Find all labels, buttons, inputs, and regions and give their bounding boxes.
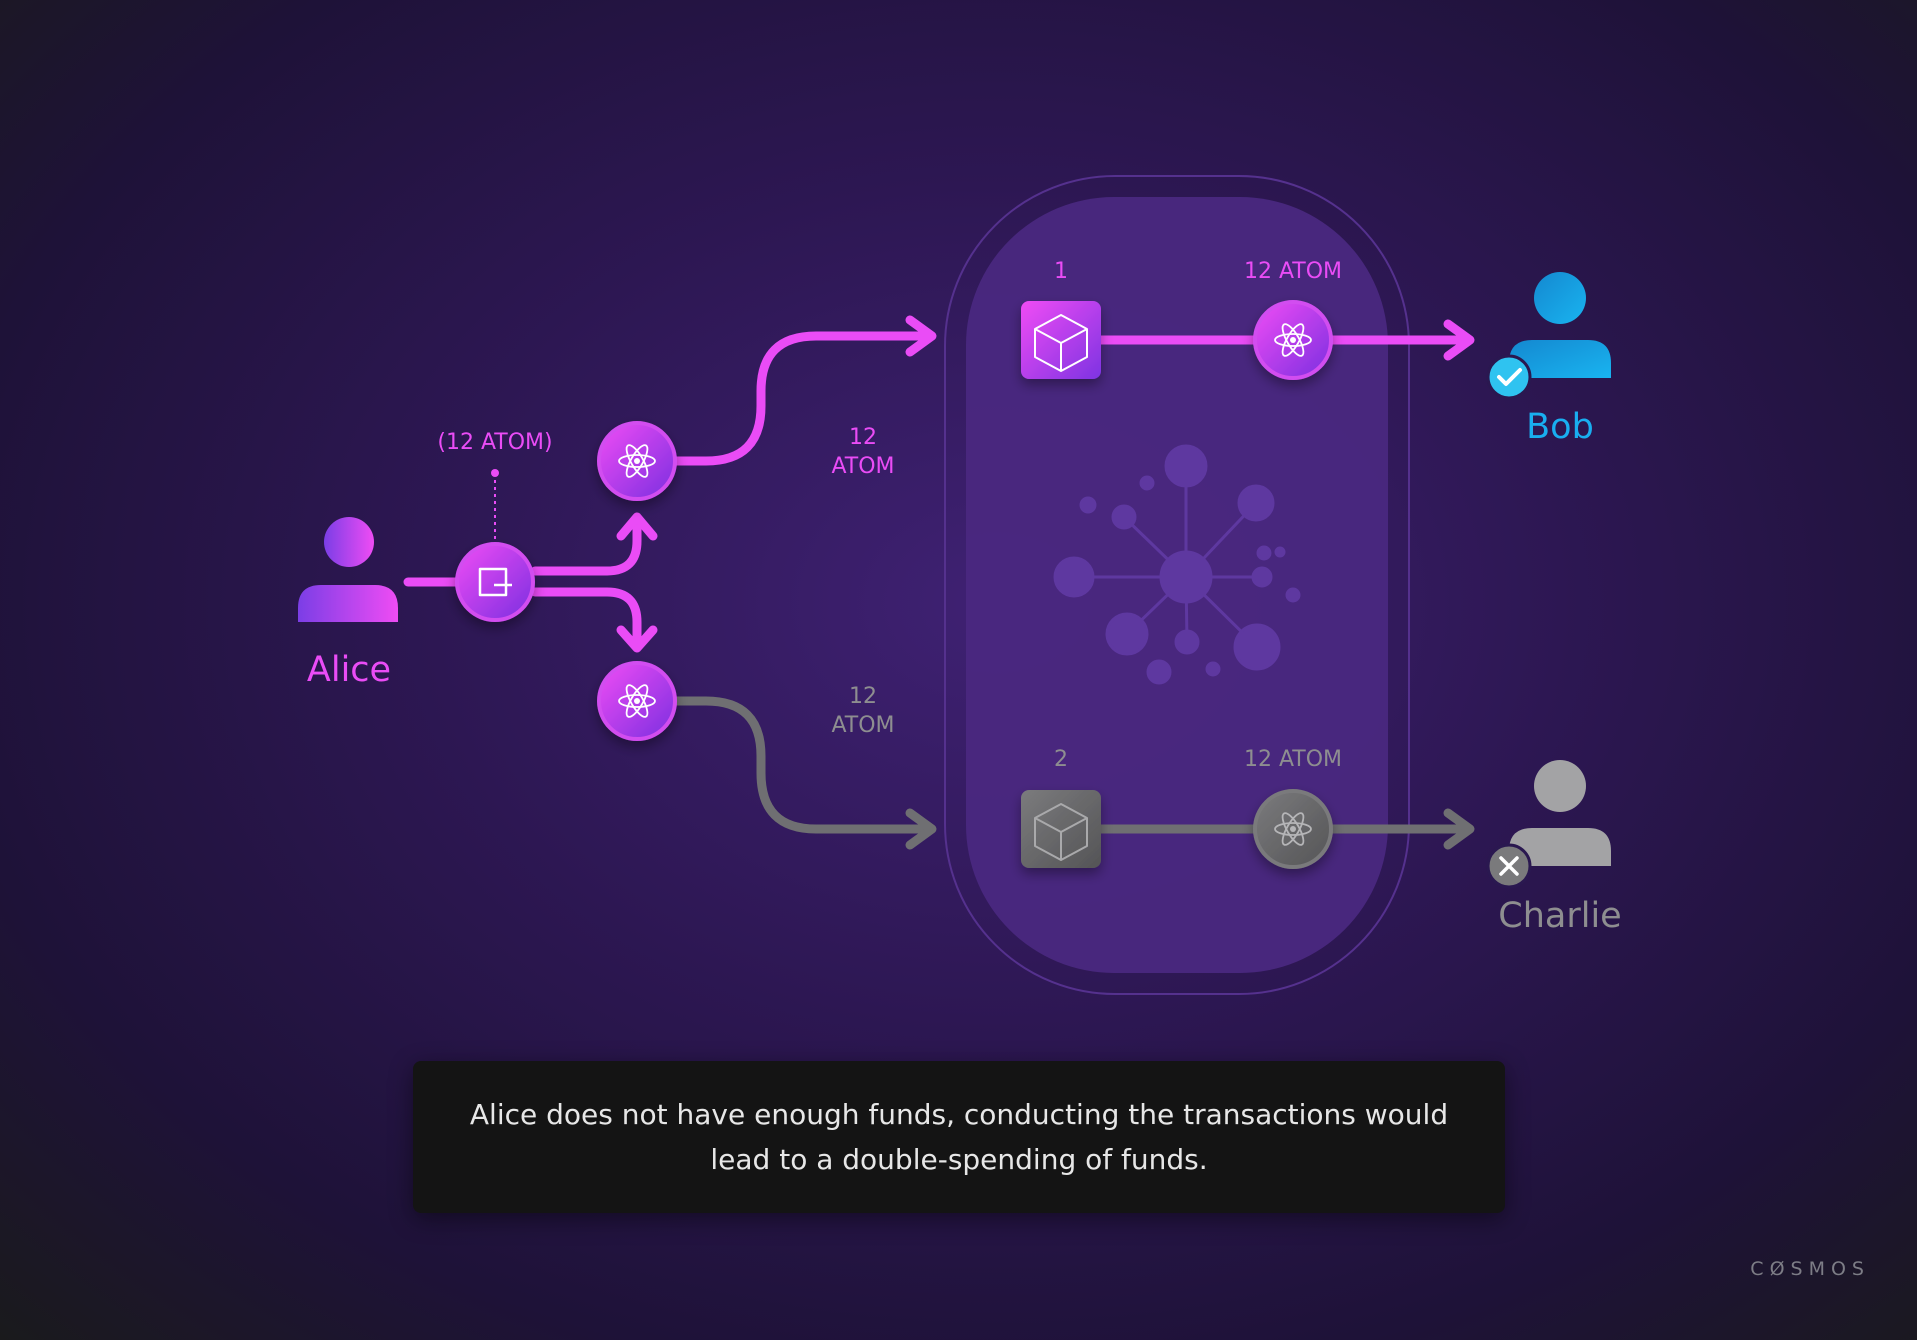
caption-text: Alice does not have enough funds, conduc… — [469, 1098, 1449, 1176]
bottom-tx-atom-icon — [597, 661, 677, 741]
bob-name: Bob — [1526, 407, 1594, 447]
wallet-label-dot — [491, 469, 499, 477]
wallet-icon — [455, 542, 535, 622]
caption-box: Alice does not have enough funds, conduc… — [413, 1061, 1505, 1213]
split-arrowhead-down — [616, 625, 658, 653]
bob-person-icon — [1509, 272, 1611, 378]
alice-person-icon — [298, 517, 398, 622]
top-tx-atom-icon — [597, 421, 677, 501]
validator-panel-outer — [944, 175, 1410, 995]
bob-arrowhead — [1443, 319, 1475, 361]
block-2-amount: 12 ATOM — [1243, 747, 1343, 772]
top-tx-arrowhead — [905, 315, 937, 357]
top-tx-path — [671, 331, 935, 466]
split-arrow-down — [530, 587, 642, 645]
check-icon — [1486, 354, 1532, 400]
block-2-cube-icon — [1021, 790, 1101, 868]
bottom-tx-path — [671, 696, 935, 834]
block-1-number: 1 — [1054, 259, 1068, 284]
bottom-tx-amount: 12 ATOM — [831, 684, 895, 738]
charlie-person-icon — [1509, 760, 1611, 866]
block-1-atom-icon — [1253, 300, 1333, 380]
block-2-atom-icon — [1253, 789, 1333, 869]
charlie-arrowhead — [1443, 808, 1475, 850]
top-tx-amount: 12 ATOM — [831, 425, 895, 479]
split-arrow-up — [530, 520, 642, 576]
block-2-number: 2 — [1054, 747, 1068, 772]
split-arrowhead-up — [616, 512, 658, 541]
alice-name: Alice — [306, 650, 392, 690]
close-icon — [1486, 843, 1532, 889]
block-1-amount: 12 ATOM — [1243, 259, 1343, 284]
wallet-amount-label: (12 ATOM) — [437, 430, 553, 455]
charlie-name: Charlie — [1498, 896, 1622, 936]
bottom-tx-arrowhead — [905, 808, 937, 850]
network-graph-icon — [1053, 444, 1301, 685]
block-1-cube-icon — [1021, 301, 1101, 379]
cosmos-logo: CØSMOS — [1750, 1258, 1870, 1280]
